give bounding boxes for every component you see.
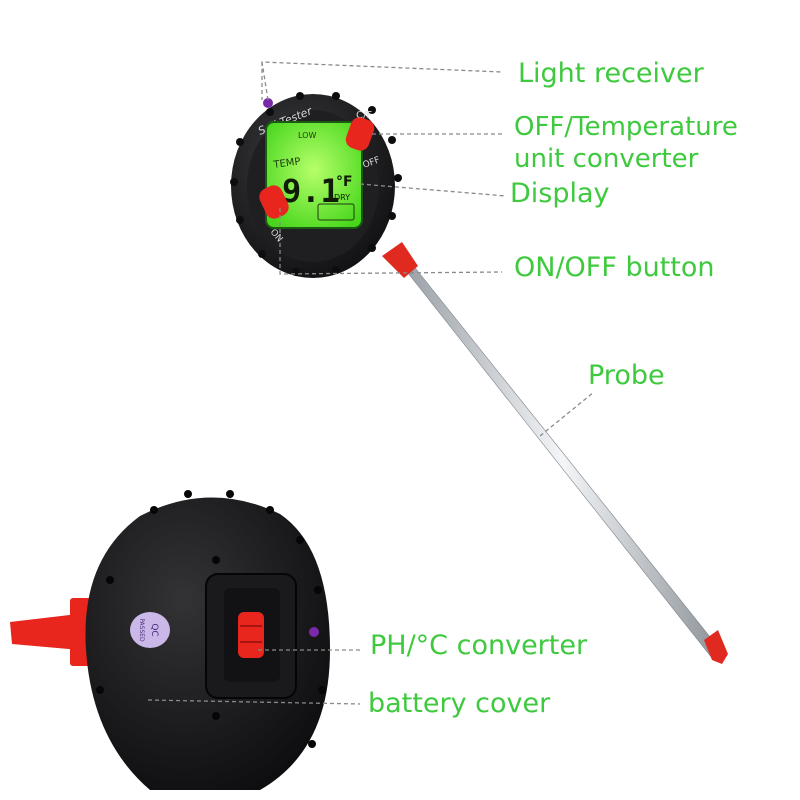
ph-converter-label: PH/°C converter (370, 630, 588, 661)
on-off-button-label: ON/OFF button (514, 252, 715, 283)
probe-label: Probe (588, 360, 665, 391)
light-receiver-label: Light receiver (518, 58, 704, 89)
ph-celsius-converter-switch[interactable] (238, 612, 264, 658)
on-off-button[interactable] (256, 182, 291, 221)
lcd-dry: DRY (334, 193, 350, 202)
battery-cover-label: battery cover (368, 688, 551, 719)
probe (382, 242, 728, 664)
off-temperature-label-line2: unit converter (514, 144, 699, 174)
light-receiver-sensor (263, 98, 273, 108)
off-temperature-unit-button[interactable] (343, 115, 376, 153)
lcd-low: LOW (298, 131, 316, 140)
lcd-unit: °F (336, 174, 353, 190)
qc-passed-sticker: QC PASSED (130, 612, 170, 648)
lcd-temp: TEMP (272, 156, 301, 171)
off-temperature-label-line1: OFF/Temperature (514, 112, 738, 142)
qc-passed-text: PASSED (138, 618, 145, 642)
leader-lines (147, 61, 595, 705)
soil-tester-back: QC PASSED (10, 490, 330, 790)
back-sensor (309, 627, 319, 637)
display-label: Display (510, 178, 610, 209)
qc-text: QC (149, 623, 159, 636)
lcd-display: LOW TEMP 9.1 °F DRY (265, 121, 363, 229)
cf-print: C/F (356, 110, 372, 121)
